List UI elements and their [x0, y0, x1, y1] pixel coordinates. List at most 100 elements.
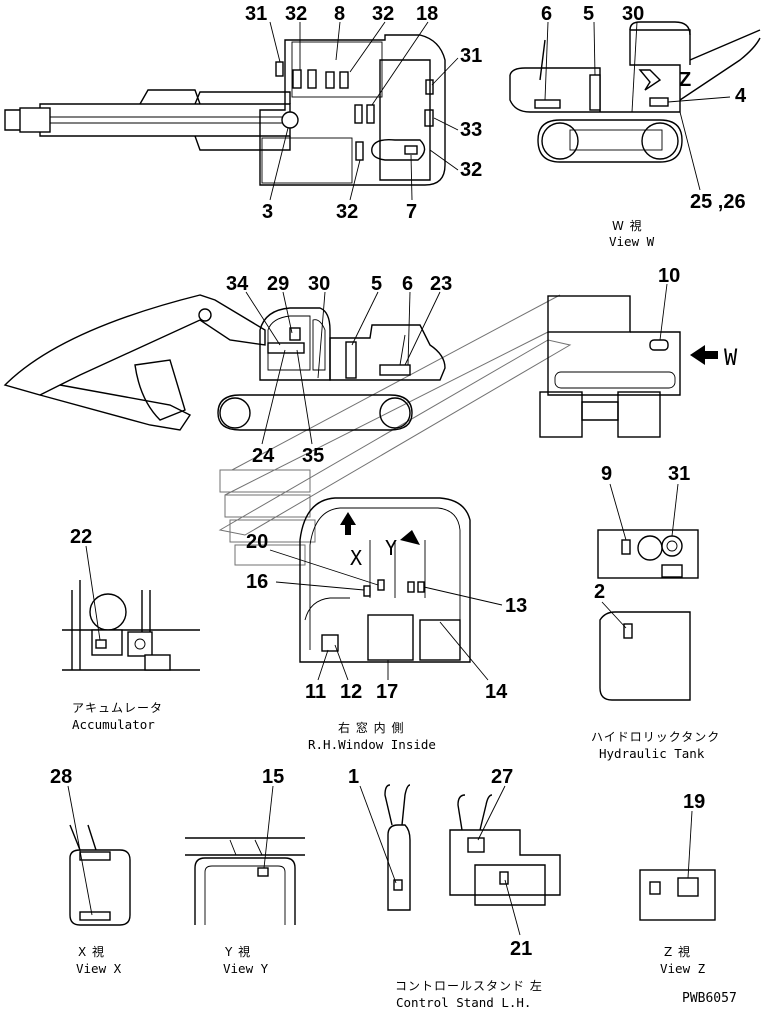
callout-7: 7 [406, 201, 417, 223]
control-stand-caption-jp: コントロールスタンド 左 [395, 978, 543, 993]
cab-front [547, 295, 631, 333]
callout-32: 32 [285, 3, 307, 25]
callout-32: 32 [460, 159, 482, 181]
track-left [539, 391, 583, 438]
view-w-caption-en: View W [609, 234, 655, 249]
view-z-caption-jp: Z 視 [664, 944, 691, 959]
panel-z [639, 869, 716, 921]
cab [259, 307, 331, 381]
tank-side [599, 611, 691, 701]
view-x: 28 X 視 View X [50, 766, 131, 976]
callout-15: 15 [262, 766, 284, 788]
callout-21: 21 [510, 938, 532, 960]
callout-34: 34 [226, 273, 249, 295]
upper-structure [259, 34, 446, 186]
arrow-w [690, 345, 718, 365]
callout-33: 33 [460, 119, 482, 141]
cab-top [379, 59, 431, 181]
filter-body [69, 849, 131, 926]
callout-11: 11 [305, 681, 326, 703]
callout-22: 22 [70, 526, 92, 548]
accumulator-view: 22 アキュムレータ Accumulator [62, 526, 200, 732]
callout-31: 31 [460, 45, 482, 67]
callout-5: 5 [583, 3, 594, 25]
callout-30: 30 [308, 273, 330, 295]
callout-10: 10 [658, 265, 680, 287]
rh-window-caption-jp: 右 窓 内 側 [338, 720, 404, 735]
track [217, 394, 413, 431]
callout-8: 8 [334, 3, 345, 25]
callout-25-26: 25 ,26 [690, 191, 746, 213]
rh-window-caption-en: R.H.Window Inside [308, 737, 436, 752]
callout-19: 19 [683, 791, 705, 813]
view-z: 19 Z 視 View Z [639, 791, 716, 976]
view-z-caption-en: View Z [660, 961, 706, 976]
marker-y: Y [385, 536, 397, 560]
callout-32: 32 [372, 3, 394, 25]
drawing-code: PWB6057 [682, 991, 737, 1006]
bucket [134, 359, 186, 421]
hydraulic-tank-caption-jp: ハイドロリックタンク [591, 730, 720, 744]
bucket-top [139, 89, 201, 105]
callout-31: 31 [668, 463, 690, 485]
accumulator-caption-en: Accumulator [72, 717, 155, 732]
track-right [617, 391, 661, 438]
accumulator-caption-jp: アキュムレータ [72, 701, 163, 715]
window-frame [299, 497, 471, 663]
arrow-w-label: W [724, 346, 738, 371]
arrow-up [340, 512, 356, 535]
callout-1: 1 [348, 766, 359, 788]
seat [371, 138, 426, 161]
rh-window-view: X Y 20 16 13 11 12 17 14 右 窓 内 側 R.H.Win… [246, 497, 527, 752]
view-x-caption-jp: X 視 [78, 944, 105, 959]
callout-6: 6 [541, 3, 552, 25]
front-view: W 10 [539, 265, 738, 438]
arrow-diagonal [400, 530, 420, 545]
control-stand-view: 1 27 21 コントロールスタンド 左 Control Stand L.H. [348, 766, 561, 1010]
callout-13: 13 [505, 595, 527, 617]
callout-2: 2 [594, 581, 605, 603]
tank-top [597, 529, 699, 579]
callout-23: 23 [430, 273, 452, 295]
view-x-caption-en: View X [76, 961, 122, 976]
callout-20: 20 [246, 531, 268, 553]
callout-12: 12 [340, 681, 362, 703]
top-view: 31 32 8 32 18 31 33 32 7 32 3 [4, 3, 482, 223]
callout-6: 6 [402, 273, 413, 295]
view-y-caption-en: View Y [223, 961, 269, 976]
hydraulic-tank-view: 9 31 2 ハイドロリックタンク Hydraulic Tank [591, 463, 720, 761]
view-y: 15 Y 視 View Y [185, 766, 305, 976]
callout-5: 5 [371, 273, 382, 295]
callout-9: 9 [601, 463, 612, 485]
control-stand-caption-en: Control Stand L.H. [396, 995, 531, 1010]
callout-30: 30 [622, 3, 644, 25]
callout-28: 28 [50, 766, 72, 788]
marker-x: X [350, 546, 362, 570]
switch-box [321, 634, 339, 652]
callout-32: 32 [336, 201, 358, 223]
callout-16: 16 [246, 571, 268, 593]
callout-31: 31 [245, 3, 267, 25]
track [537, 119, 683, 163]
body-outline [509, 29, 691, 113]
marker-z: Z [679, 69, 691, 91]
callout-4: 4 [735, 85, 747, 107]
view-w-caption-jp: W 視 [612, 218, 643, 233]
callout-17: 17 [376, 681, 398, 703]
callout-18: 18 [416, 3, 438, 25]
view-w: 6 5 30 4 25 ,26 Z W 視 View W [509, 3, 761, 249]
callout-27: 27 [491, 766, 513, 788]
callout-3: 3 [262, 201, 273, 223]
callout-14: 14 [485, 681, 508, 703]
lever-stand-left [387, 824, 411, 911]
bucket-link [19, 107, 51, 133]
view-y-caption-jp: Y 視 [224, 944, 251, 959]
boom [3, 294, 266, 396]
callout-35: 35 [302, 445, 324, 467]
side-view: 34 29 30 5 6 23 24 35 [3, 273, 452, 467]
hydraulic-tank-caption-en: Hydraulic Tank [599, 746, 705, 761]
mirror [275, 61, 284, 77]
console-body [449, 829, 561, 896]
callout-29: 29 [267, 273, 289, 295]
